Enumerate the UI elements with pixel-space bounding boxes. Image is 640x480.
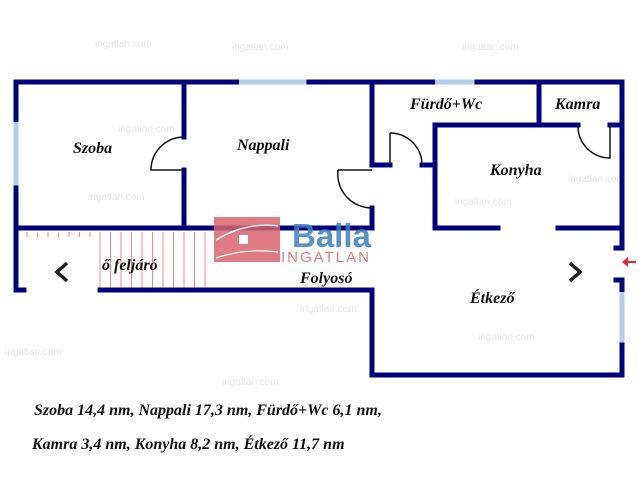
watermark: ingatlan.com xyxy=(222,377,279,388)
watermark: ingatlan.com xyxy=(232,42,289,53)
watermark: ingatlan.com xyxy=(568,174,625,185)
balla-ingatlan-logo: Balla INGATLAN xyxy=(214,217,372,266)
watermark: ingatlan.com xyxy=(95,39,152,50)
room-label-kamra: Kamra xyxy=(554,96,600,113)
room-label-furdo: Fürdő+Wc xyxy=(409,96,482,113)
watermark: ingatlan.com xyxy=(88,192,145,203)
room-label-folyoso: Folyosó xyxy=(299,270,352,287)
logo-sub: INGATLAN xyxy=(281,249,371,266)
entry-arrow-icon xyxy=(622,257,636,267)
area-caption-line1: Szoba 14,4 nm, Nappali 17,3 nm, Fürdő+Wc… xyxy=(34,402,382,419)
watermarks: ingatlan.com ingatlan.com ingatlan.com i… xyxy=(5,39,625,388)
chevron-right-icon xyxy=(568,261,583,283)
doors xyxy=(150,124,611,209)
walls xyxy=(13,79,625,378)
logo-name: Balla xyxy=(292,217,372,254)
watermark: ingatlan.com xyxy=(478,332,535,343)
room-label-etkezo: Étkező xyxy=(469,288,515,307)
chevron-left-icon xyxy=(54,261,69,283)
watermark: ingatlan.com xyxy=(5,347,62,358)
room-label-konyha: Konyha xyxy=(489,162,542,179)
room-label-nappali: Nappali xyxy=(236,137,290,154)
watermark: ingatlan.com xyxy=(300,304,357,315)
next-image-button[interactable] xyxy=(555,252,595,292)
area-caption-line2: Kamra 3,4 nm, Konyha 8,2 nm, Étkező 11,7… xyxy=(31,434,345,453)
stairs xyxy=(26,232,206,290)
watermark: ingatlan.com xyxy=(462,42,519,53)
watermark: ingatlan.com xyxy=(455,197,512,208)
room-label-feljaro: ő feljáró xyxy=(102,257,158,274)
room-label-szoba: Szoba xyxy=(73,140,112,157)
previous-image-button[interactable] xyxy=(42,252,82,292)
watermark: ingatlan.com xyxy=(118,124,175,135)
